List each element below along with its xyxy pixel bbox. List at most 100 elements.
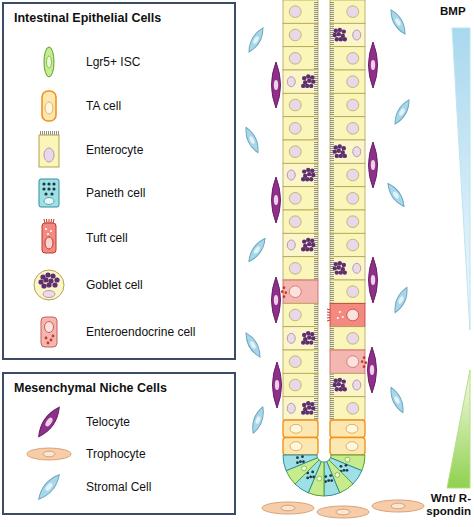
mucin-granule bbox=[343, 37, 347, 41]
granule bbox=[47, 182, 50, 185]
legend-icon bbox=[24, 265, 74, 305]
nucleus bbox=[397, 296, 404, 305]
legend-row: Enteroendocrine cell bbox=[4, 312, 234, 352]
epithelial-cell bbox=[283, 233, 318, 256]
mucin-granule bbox=[342, 263, 346, 267]
mucin-granule bbox=[333, 149, 337, 153]
nucleus bbox=[249, 341, 256, 350]
nucleus bbox=[289, 286, 301, 298]
mucin-granule bbox=[307, 405, 311, 409]
nucleus bbox=[44, 416, 54, 427]
ta-cell bbox=[330, 420, 365, 438]
brush-border bbox=[330, 118, 334, 139]
granule bbox=[301, 455, 304, 458]
stromal-cell bbox=[242, 126, 261, 155]
legend-row: Goblet cell bbox=[4, 265, 234, 305]
nucleus bbox=[289, 146, 301, 158]
mucin-granule bbox=[335, 37, 339, 41]
enteroendocrine-cell-icon bbox=[41, 317, 57, 347]
mucin-granule bbox=[301, 247, 305, 251]
granule bbox=[47, 233, 49, 235]
ta-cell bbox=[330, 438, 365, 456]
nucleus bbox=[287, 77, 295, 87]
brush-border bbox=[330, 188, 334, 209]
mucin-granule bbox=[343, 154, 347, 158]
epithelial-cell bbox=[330, 373, 365, 396]
mucin-granule bbox=[342, 379, 346, 383]
nucleus bbox=[289, 53, 301, 65]
granule bbox=[330, 479, 333, 482]
nucleus bbox=[347, 286, 359, 298]
legend-row: Paneth cell bbox=[4, 173, 234, 213]
mucin-granule bbox=[306, 74, 310, 78]
granule bbox=[345, 464, 348, 467]
nucleus bbox=[281, 505, 295, 511]
nucleus bbox=[392, 191, 400, 200]
mucin-granule bbox=[310, 169, 314, 173]
nucleus bbox=[289, 379, 301, 391]
nucleus bbox=[335, 472, 340, 477]
mucin-granule bbox=[342, 146, 346, 150]
legend-panel: Mesenchymal Niche CellsTelocyteTrophocyt… bbox=[2, 372, 236, 515]
mucin-granule bbox=[309, 177, 313, 181]
brush-border bbox=[314, 118, 318, 139]
granule bbox=[42, 182, 45, 185]
granule bbox=[52, 187, 55, 190]
granule bbox=[283, 295, 286, 298]
nucleus bbox=[394, 18, 401, 27]
telocyte bbox=[272, 177, 281, 223]
legend-text: TA cell bbox=[86, 99, 121, 113]
nucleus bbox=[347, 6, 359, 18]
epithelial-cell bbox=[283, 140, 318, 163]
epithelial-cell bbox=[330, 327, 365, 350]
granule bbox=[299, 460, 302, 463]
brush-border bbox=[314, 374, 318, 395]
granule bbox=[50, 339, 53, 342]
nucleus bbox=[253, 246, 261, 255]
nucleus bbox=[289, 29, 301, 41]
mucin-granule bbox=[333, 266, 337, 270]
epithelial-cell bbox=[330, 163, 365, 186]
nucleus bbox=[398, 108, 405, 117]
granule bbox=[306, 477, 309, 480]
trophocyte bbox=[317, 506, 369, 518]
brush-border bbox=[330, 164, 334, 185]
epithelial-cell bbox=[330, 233, 365, 256]
mucin-granule bbox=[54, 277, 59, 282]
paneth-cell bbox=[283, 455, 318, 471]
nucleus bbox=[371, 60, 375, 70]
brush-border bbox=[314, 188, 318, 209]
brush-border bbox=[314, 304, 318, 325]
brush-border bbox=[314, 48, 318, 69]
mucin-granule bbox=[301, 84, 305, 88]
brush-border bbox=[314, 1, 318, 22]
nucleus bbox=[287, 170, 295, 180]
mucin-granule bbox=[338, 378, 342, 382]
mucin-granule bbox=[337, 382, 341, 386]
granule bbox=[50, 192, 53, 195]
nucleus bbox=[353, 147, 361, 157]
mucin-granule bbox=[306, 401, 310, 405]
granule bbox=[302, 460, 305, 463]
epithelial-cell bbox=[283, 327, 318, 350]
tuft bbox=[44, 219, 45, 223]
telocyte bbox=[368, 347, 377, 393]
trophocyte bbox=[262, 502, 314, 514]
legend-text: Telocyte bbox=[86, 415, 130, 429]
legend-text: Enterocyte bbox=[86, 143, 143, 157]
epithelial-cell bbox=[330, 397, 365, 420]
granule bbox=[47, 187, 50, 190]
nucleus bbox=[371, 160, 375, 170]
stromal-cell bbox=[391, 286, 410, 315]
legend-icon bbox=[24, 86, 74, 126]
tuft bbox=[327, 312, 330, 314]
nucleus bbox=[289, 309, 301, 321]
nucleus bbox=[289, 193, 301, 205]
granule bbox=[47, 342, 50, 345]
epithelial-cell bbox=[283, 0, 318, 23]
brush-border bbox=[314, 258, 318, 279]
mucin-granule bbox=[334, 379, 338, 383]
nucleus bbox=[353, 263, 361, 273]
epithelial-cell bbox=[330, 70, 365, 93]
epithelial-cell bbox=[330, 187, 365, 210]
